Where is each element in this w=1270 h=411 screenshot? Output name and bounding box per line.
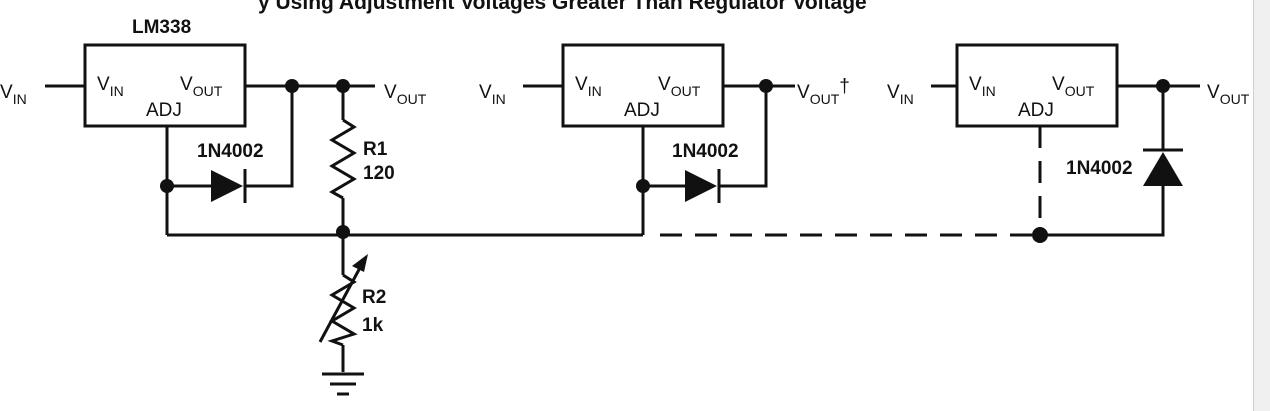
regulator-2-vout-pin: VOUT — [658, 74, 701, 99]
circuit-3: VIN VIN VOUT ADJ VOUT 1N4002 — [887, 43, 1250, 243]
regulator-2-vin-pin: VIN — [575, 74, 602, 99]
regulator-part-label: LM338 — [132, 17, 191, 38]
regulator-3-adj-pin: ADJ — [1018, 100, 1054, 121]
r2-arrow-head — [352, 254, 368, 272]
vertical-scrollbar[interactable] — [1253, 0, 1270, 411]
ground-symbol — [322, 372, 364, 396]
regulator-1-adj-pin: ADJ — [146, 100, 182, 121]
vin-terminal-label: VIN — [479, 82, 506, 107]
diode-3-symbol — [1143, 152, 1183, 186]
regulator-2-adj-pin: ADJ — [624, 100, 660, 121]
diode-2-label: 1N4002 — [672, 141, 739, 162]
r2-label: R2 — [362, 287, 386, 308]
diode-2-symbol — [685, 170, 717, 202]
vin-terminal-label: VIN — [0, 82, 27, 107]
diode-3-label: 1N4002 — [1066, 158, 1133, 179]
vout-terminal-label: VOUT — [384, 82, 427, 107]
regulator-2-box — [561, 43, 725, 128]
circuit-2: VIN VIN VOUT ADJ VOUT† 1N4002 — [479, 43, 1032, 237]
vin-terminal-label: VIN — [887, 82, 914, 107]
r1-value: 120 — [363, 163, 395, 184]
r1-label: R1 — [363, 139, 388, 160]
r2-value: 1k — [362, 315, 384, 336]
vout-terminal-label-dagger: VOUT† — [797, 76, 850, 107]
diode-1-label: 1N4002 — [197, 141, 264, 162]
diode-1-symbol — [211, 170, 243, 202]
figure-title: y Using Adjustment Voltages Greater Than… — [258, 0, 867, 14]
regulator-3-box — [955, 43, 1119, 128]
vout-terminal-label: VOUT — [1207, 82, 1250, 107]
regulator-1-vout-pin: VOUT — [180, 74, 223, 99]
circuit-1: LM338 VIN VIN VOUT ADJ VOUT 1N4002 R1 12… — [0, 17, 643, 396]
r1-resistor — [328, 118, 357, 200]
regulator-1-vin-pin: VIN — [97, 74, 124, 99]
regulator-3-vin-pin: VIN — [969, 74, 996, 99]
regulator-3-vout-pin: VOUT — [1052, 74, 1095, 99]
